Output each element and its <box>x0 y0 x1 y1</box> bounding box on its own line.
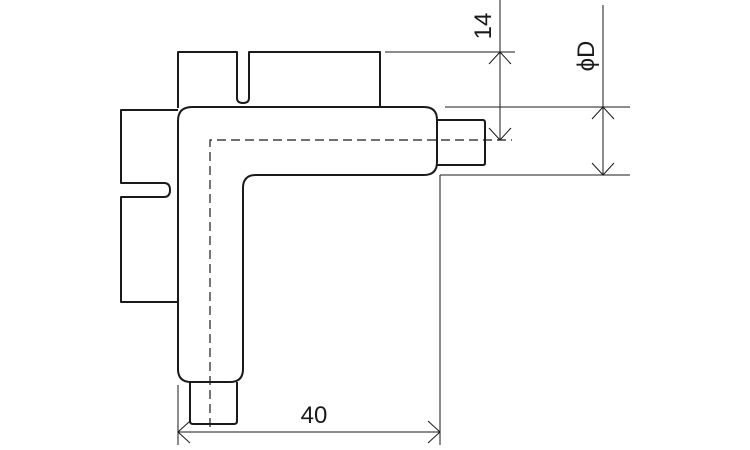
bottom-pin <box>189 382 238 425</box>
centerline <box>209 139 512 427</box>
top-block <box>177 51 381 108</box>
left-block <box>120 109 178 303</box>
arrow-icon <box>488 51 512 141</box>
right-pin <box>437 119 486 166</box>
dimension-40-label: 40 <box>301 402 328 429</box>
l-body <box>177 106 438 383</box>
diameter-label: ϕD <box>573 41 600 72</box>
arrow-icon <box>177 420 441 444</box>
arrow-icon <box>591 106 615 176</box>
dimension-14-label: 14 <box>470 13 497 40</box>
